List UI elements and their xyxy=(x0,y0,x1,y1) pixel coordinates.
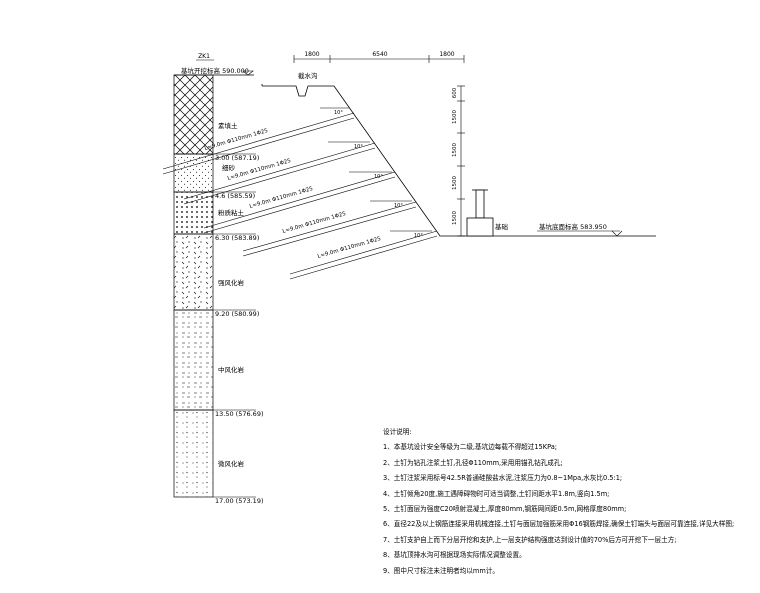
layer-bottom-depth: 17.00 (573.19) xyxy=(215,497,264,505)
nail-angle: 10° xyxy=(354,144,363,150)
note-item: 7、土钉支护自上而下分层开挖和支护,上一层支护结构强度达到设计值的70%后方可开… xyxy=(383,535,677,544)
layer-bottom-depth: 13.50 (576.69) xyxy=(215,410,264,418)
layer-bottom-depth: 6.30 (583.89) xyxy=(215,234,259,242)
layer-bottom-depth: 4.6 (585.59) xyxy=(215,192,255,200)
layer-name: 素填土 xyxy=(218,121,238,130)
right-dimension-text: 1500 xyxy=(452,110,458,124)
top-dimension-text: 6540 xyxy=(372,51,387,58)
soil-nails xyxy=(162,112,438,280)
layer-sand xyxy=(173,153,214,193)
layer-name: 粉质粘土 xyxy=(218,208,245,217)
top-elevation-label: 基坑开挖标高 590.000 xyxy=(181,66,249,75)
right-dimension-text: 1500 xyxy=(452,211,458,225)
nail-label: L=9.0m Φ110mm 1Φ25 xyxy=(282,211,347,235)
right-dimension-text: 600 xyxy=(452,87,458,98)
nail-label: L=9.0m Φ110mm 1Φ25 xyxy=(204,128,269,152)
soil-nail xyxy=(183,142,376,205)
top-dimension-line xyxy=(293,55,465,63)
top-dimension-text: 1800 xyxy=(439,51,454,58)
borehole-id: ZK1 xyxy=(198,53,210,60)
foundation-label: 基础 xyxy=(495,222,509,231)
foundation xyxy=(466,189,494,237)
nail-label: L=9.0m Φ110mm 1Φ25 xyxy=(249,186,314,210)
layer-bottom-depth: 9.20 (580.99) xyxy=(215,310,259,318)
top-dimension-text: 1800 xyxy=(304,51,319,58)
soil-nail xyxy=(289,230,438,280)
nail-angle: 10° xyxy=(394,203,403,209)
layer-bottom-depth: 3.00 (587.19) xyxy=(215,154,259,162)
nail-angle: 10° xyxy=(414,233,423,239)
layer-clay xyxy=(173,191,214,235)
layer-name: 微风化岩 xyxy=(218,459,245,468)
layer-name: 强风化岩 xyxy=(218,278,245,287)
layer-fill-hatch xyxy=(173,74,214,155)
right-dimension-text: 1500 xyxy=(452,176,458,190)
right-dimension-line xyxy=(457,85,465,237)
borehole-column: ZK1 基坑开挖标高 590.000 素填土 细砂 粉质粘土 强风化岩 中风化岩… xyxy=(173,53,264,505)
drain-label: 截水沟 xyxy=(298,71,318,80)
right-dimensions: 600 1500 1500 1500 1500 xyxy=(452,87,458,225)
note-item: 4、土钉倾角20度,施工遇障碍物时可适当调整,土钉间距水平1.8m,竖向1.5m… xyxy=(383,489,610,498)
pit-profile xyxy=(261,84,656,237)
note-item: 1、本基坑设计安全等级为二级,基坑边每载不得超过15KPa; xyxy=(383,443,558,452)
layer-boundary-ticks xyxy=(213,153,256,498)
nail-angle: 10° xyxy=(374,174,383,180)
soil-nail xyxy=(162,112,355,175)
layer-mid-rock xyxy=(173,309,214,411)
note-item: 5、土钉面层为强度C20喷射混凝土,厚度80mm,钢筋网间距0.5m,网格厚度8… xyxy=(383,505,627,514)
note-item: 2、土钉为钻孔注浆土钉,孔径Φ110mm,采用用锚孔钻孔成孔; xyxy=(383,458,563,467)
notes-title: 设计说明: xyxy=(383,428,412,436)
pit-bottom-elevation: 基坑底面标高 583.950 xyxy=(539,222,607,231)
nail-angle-marks xyxy=(320,107,432,232)
pit-bottom-marker xyxy=(537,230,623,237)
design-notes: 设计说明: 1、本基坑设计安全等级为二级,基坑边每载不得超过15KPa; 2、土… xyxy=(383,425,753,579)
soil-nail xyxy=(242,201,417,257)
layer-name: 中风化岩 xyxy=(218,365,245,374)
note-item: 3、土钉注浆采用标号42.5R普通硅酸盐水泥,注浆压力为0.8~1Mpa,水灰比… xyxy=(383,474,623,483)
note-item: 8、基坑顶排水沟可根据现场实际情况调整设置。 xyxy=(383,551,526,560)
note-item: 6、直径22及以上钢筋连接采用机械连接,土钉与面层加强筋采用Φ16钢筋焊接,确保… xyxy=(383,520,735,529)
layer-slight-rock xyxy=(173,409,214,498)
nail-angles: 10° 10° 10° 10° 10° xyxy=(334,110,423,239)
nail-angle: 10° xyxy=(334,110,343,116)
layer-name: 细砂 xyxy=(222,163,236,172)
right-dimension-text: 1500 xyxy=(452,143,458,157)
note-item: 9、图中尺寸标注未注明者均以mm计。 xyxy=(383,566,499,575)
soil-nail xyxy=(203,171,396,234)
layer-strong-rock xyxy=(173,233,214,311)
